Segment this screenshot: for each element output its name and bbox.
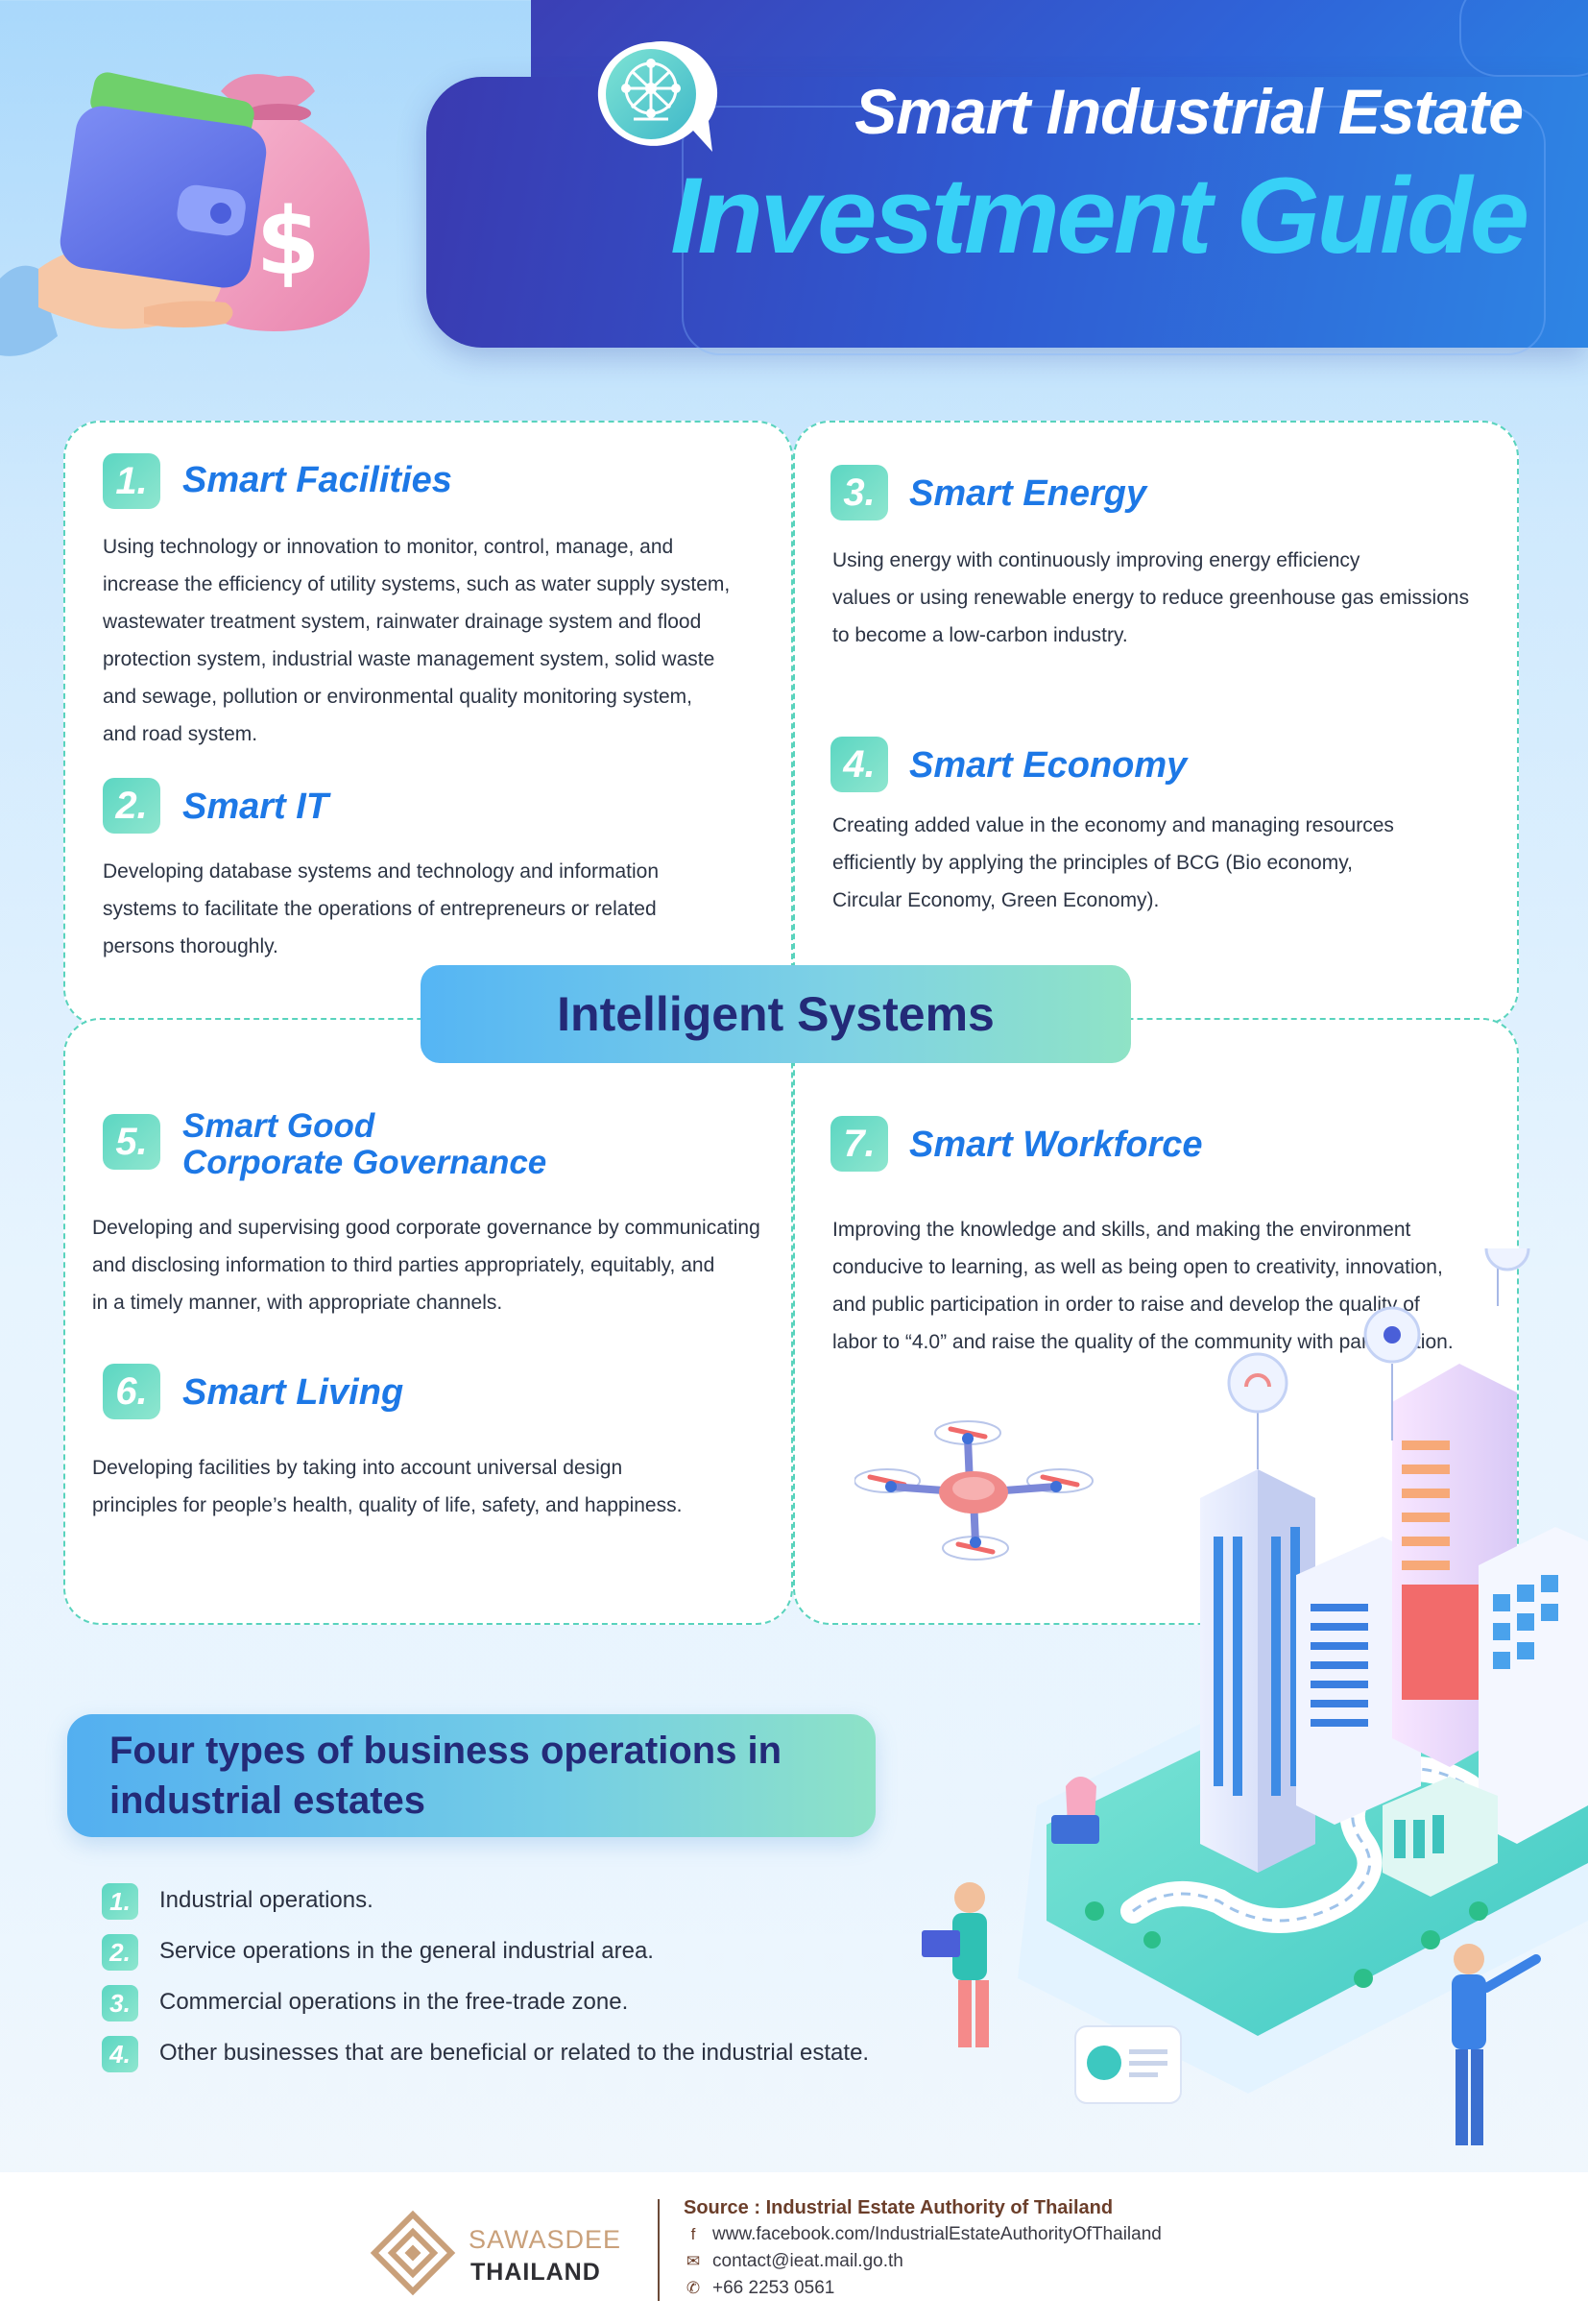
body-line: Improving the knowledge and skills, and … [832, 1219, 1411, 1241]
body-line: principles for people’s health, quality … [92, 1494, 683, 1516]
body-line: persons thoroughly. [103, 935, 278, 957]
phone-icon: ✆ [686, 2279, 701, 2297]
section-number-badge: 7. [830, 1116, 888, 1172]
list-number-badge: 4. [102, 2036, 138, 2072]
body-line: increase the efficiency of utility syste… [103, 573, 731, 595]
title-line: Four types of business operations in [109, 1730, 782, 1772]
section-number-badge: 1. [103, 453, 160, 509]
list-number-badge: 2. [102, 1934, 138, 1971]
brand-name-line2: THAILAND [470, 2259, 601, 2286]
body-line: and road system. [103, 723, 258, 745]
body-line: efficiently by applying the principles o… [832, 852, 1353, 874]
body-line: Developing facilities by taking into acc… [92, 1457, 623, 1479]
section-body-smart-it: Developing database systems and technolo… [103, 853, 756, 965]
body-line: conducive to learning, as well as being … [832, 1256, 1443, 1278]
title-line: industrial estates [109, 1779, 426, 1822]
list-number-badge: 3. [102, 1985, 138, 2021]
section-title-smart-energy: Smart Energy [909, 473, 1147, 514]
section-title-smart-facilities: Smart Facilities [182, 460, 452, 500]
business-types-header: Four types of business operations in ind… [67, 1714, 876, 1837]
body-line: Circular Economy, Green Economy). [832, 889, 1160, 911]
header-title-line2: Investment Guide [670, 156, 1529, 276]
header-title-line1: Smart Industrial Estate [854, 76, 1524, 147]
body-line: Creating added value in the economy and … [832, 814, 1394, 836]
list-item-text: Commercial operations in the free-trade … [159, 1989, 629, 2015]
facebook-url[interactable]: www.facebook.com/IndustrialEstateAuthori… [712, 2224, 1162, 2244]
body-line: Developing and supervising good corporat… [92, 1217, 760, 1239]
svg-text:$: $ [256, 188, 321, 296]
body-line: in a timely manner, with appropriate cha… [92, 1292, 503, 1314]
section-title-smart-living: Smart Living [182, 1372, 404, 1413]
section-title-smart-workforce: Smart Workforce [909, 1125, 1203, 1165]
section-body-smart-economy: Creating added value in the economy and … [832, 807, 1495, 919]
body-line: wastewater treatment system, rainwater d… [103, 611, 702, 633]
section-body-smart-facilities: Using technology or innovation to monito… [103, 528, 756, 753]
section-number-badge: 2. [103, 778, 160, 834]
business-types-title: Four types of business operations in ind… [109, 1726, 858, 1826]
body-line: and disclosing information to third part… [92, 1254, 715, 1276]
body-line: systems to facilitate the operations of … [103, 898, 657, 920]
body-line: values or using renewable energy to redu… [832, 587, 1470, 609]
mail-icon: ✉ [686, 2252, 701, 2270]
footer-email-link[interactable]: ✉ contact@ieat.mail.go.th [684, 2251, 903, 2274]
header-decor-line [1459, 0, 1588, 77]
section-title-smart-good-corporate-governance: Smart Good Corporate Governance [182, 1108, 546, 1181]
footer-divider [658, 2199, 660, 2301]
body-line: and sewage, pollution or environmental q… [103, 686, 692, 708]
section-body-smart-living: Developing facilities by taking into acc… [92, 1449, 783, 1524]
panel-top-left [63, 421, 793, 1026]
title-line: Corporate Governance [182, 1144, 547, 1181]
body-line: protection system, industrial waste mana… [103, 648, 715, 670]
drone-illustration [854, 1420, 1094, 1561]
list-item-text: Service operations in the general indust… [159, 1938, 654, 1964]
panel-top-right [793, 421, 1519, 1026]
section-number-badge: 5. [103, 1114, 160, 1170]
body-line: Developing database systems and technolo… [103, 860, 660, 883]
body-line: and public participation in order to rai… [832, 1294, 1420, 1316]
section-body-smart-workforce: Improving the knowledge and skills, and … [832, 1211, 1504, 1361]
facebook-icon: f [690, 2225, 696, 2243]
header-decor-line [682, 106, 1546, 355]
sawasdee-logo-icon [370, 2210, 456, 2296]
section-number-badge: 3. [830, 465, 888, 520]
footer-phone: ✆ +66 2253 0561 [684, 2278, 834, 2301]
section-body-smart-good-corporate-governance: Developing and supervising good corporat… [92, 1209, 783, 1321]
email-address[interactable]: contact@ieat.mail.go.th [712, 2251, 903, 2271]
section-number-badge: 6. [103, 1364, 160, 1419]
intelligent-systems-label: Intelligent Systems [421, 965, 1131, 1063]
body-line: Using technology or innovation to monito… [103, 536, 674, 558]
smart-city-illustration [922, 1248, 1588, 2145]
title-line: Smart Good [182, 1107, 375, 1145]
body-line: to become a low-carbon industry. [832, 624, 1128, 646]
phone-number: +66 2253 0561 [712, 2278, 835, 2298]
network-globe-icon [597, 41, 718, 152]
section-number-badge: 4. [830, 737, 888, 792]
section-title-smart-it: Smart IT [182, 787, 329, 827]
body-line: labor to “4.0” and raise the quality of … [832, 1331, 1454, 1353]
footer [0, 2172, 1588, 2324]
section-body-smart-energy: Using energy with continuously improving… [832, 542, 1495, 654]
list-item-text: Industrial operations. [159, 1887, 373, 1913]
wallet-money-bag-illustration: $ [0, 72, 370, 356]
body-line: Using energy with continuously improving… [832, 549, 1360, 571]
panel-bottom-left [63, 1018, 793, 1625]
section-title-smart-economy: Smart Economy [909, 745, 1188, 786]
list-number-badge: 1. [102, 1883, 138, 1920]
list-item-text: Other businesses that are beneficial or … [159, 2040, 870, 2066]
footer-source: Source : Industrial Estate Authority of … [684, 2197, 1114, 2218]
footer-facebook-link[interactable]: f www.facebook.com/IndustrialEstateAuthor… [684, 2224, 1162, 2247]
brand-name-line1: SAWASDEE [469, 2225, 622, 2254]
